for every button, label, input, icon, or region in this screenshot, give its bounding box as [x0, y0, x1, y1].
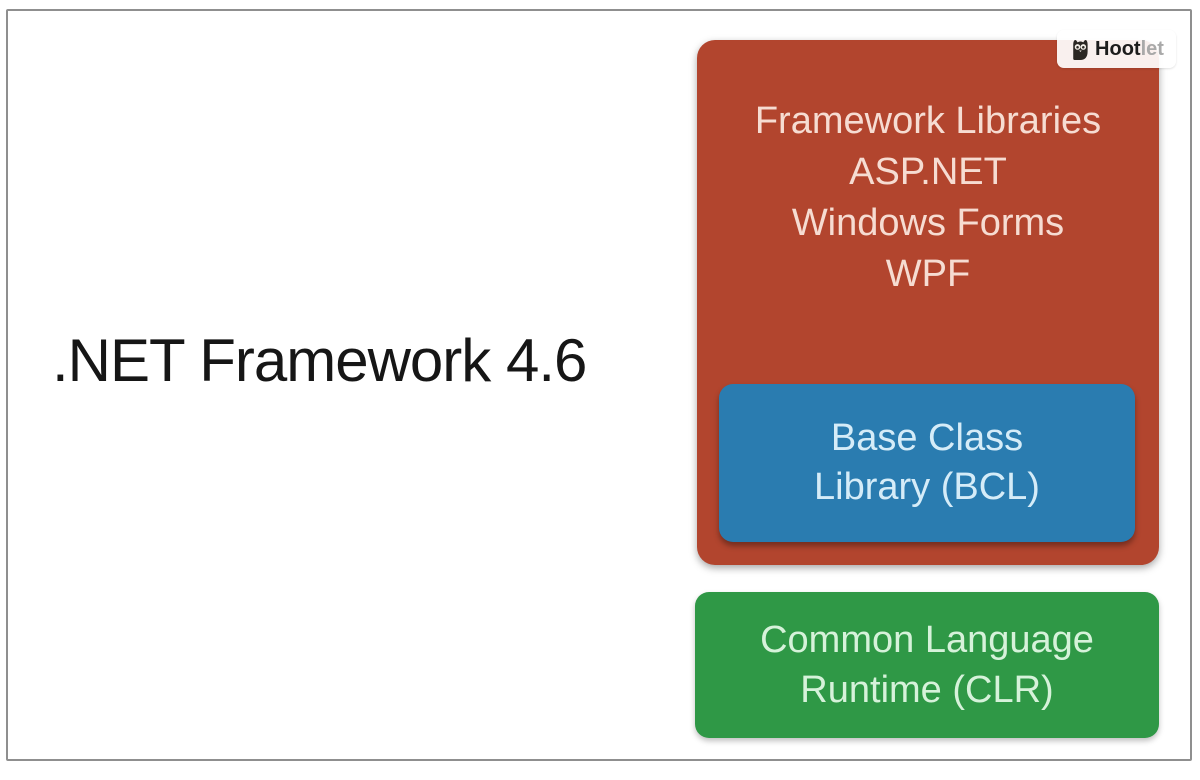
common-language-runtime-box: Common Language Runtime (CLR): [695, 592, 1159, 738]
hootlet-label-light: let: [1140, 37, 1164, 60]
clr-line: Runtime (CLR): [800, 669, 1054, 711]
hootsuite-owl-icon: [1069, 36, 1091, 62]
hootlet-label-bold: Hoot: [1095, 37, 1141, 60]
bcl-line: Base Class: [830, 417, 1024, 459]
clr-line: Common Language: [760, 619, 1094, 661]
page-title: .NET Framework 4.6: [52, 327, 587, 394]
bcl-line: Library (BCL): [814, 466, 1040, 508]
hootlet-extension-button[interactable]: Hootlet: [1057, 30, 1176, 68]
hootlet-label: Hootlet: [1095, 38, 1164, 61]
base-class-library-box: Base Class Library (BCL): [719, 384, 1135, 542]
framework-line: Windows Forms: [791, 202, 1065, 244]
framework-line: WPF: [885, 253, 971, 295]
framework-libraries-box: Framework Libraries ASP.NET Windows Form…: [697, 40, 1159, 565]
framework-line: Framework Libraries: [754, 100, 1102, 142]
framework-line: ASP.NET: [849, 151, 1007, 193]
framework-libraries-text: Framework Libraries ASP.NET Windows Form…: [697, 96, 1159, 300]
